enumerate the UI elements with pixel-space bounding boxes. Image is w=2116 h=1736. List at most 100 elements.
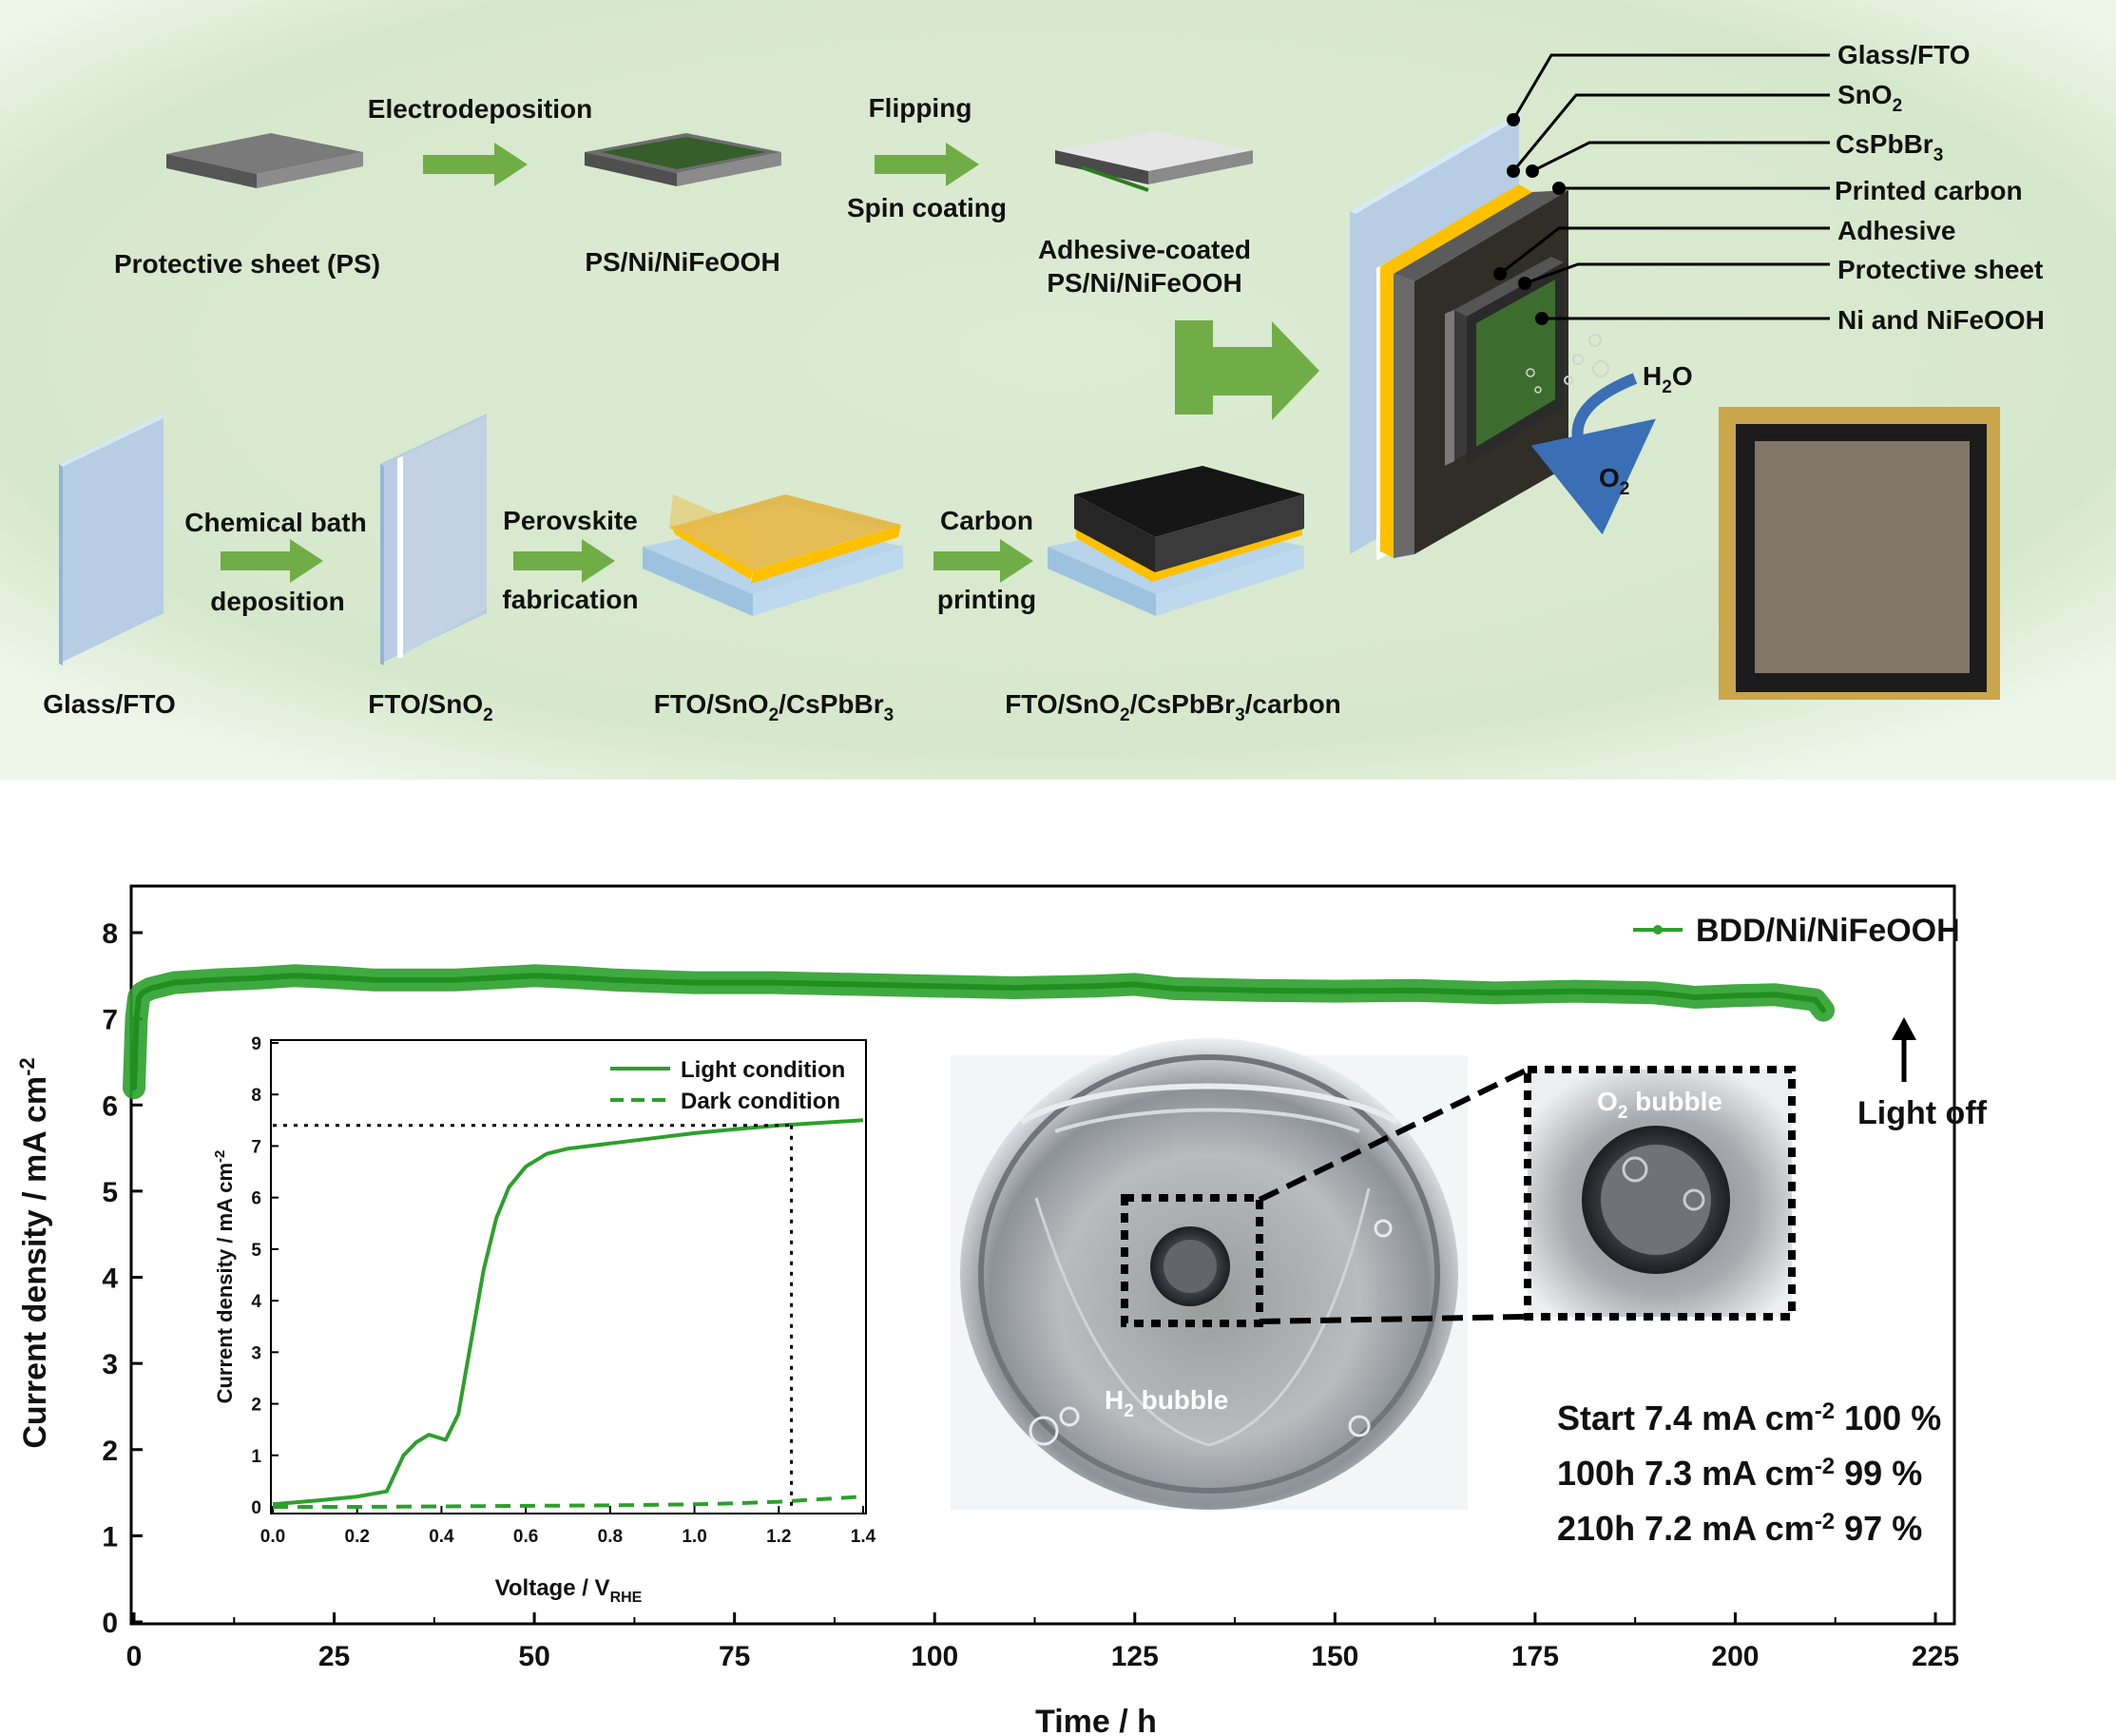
stat-start: Start 7.4 mA cm-2 100 % (1557, 1398, 1941, 1437)
electrodeposition-label: Electrodeposition (368, 94, 592, 124)
inset-guides (273, 1124, 794, 1507)
process-arrow (221, 539, 323, 583)
data-point (451, 976, 457, 983)
data-point (611, 976, 618, 983)
y-tick-label: 6 (102, 1090, 118, 1122)
data-point (1652, 990, 1659, 996)
ps-ni-nifeooh-label: PS/Ni/NiFeOOH (585, 247, 779, 277)
data-point (136, 993, 143, 1000)
data-point (131, 1085, 137, 1091)
data-point (1572, 988, 1578, 994)
y-tick-label: 4 (102, 1263, 118, 1295)
adhesive-coated-label-1: Adhesive-coated (1038, 235, 1251, 264)
data-point (1772, 992, 1779, 998)
inset-frame (270, 1039, 867, 1514)
inset-y-tick-label: 2 (251, 1396, 261, 1416)
data-point (852, 981, 857, 988)
legend: BDD/Ni/NiFeOOH (1633, 913, 1960, 949)
layer-label-glass: Glass/FTO (1837, 40, 1971, 69)
zoom-frame (1524, 1066, 1796, 1321)
x-tick-label: 25 (318, 1641, 350, 1672)
data-point (1812, 996, 1818, 1003)
cell-photo: H2 bubble (951, 1038, 1468, 1510)
data-point (531, 973, 538, 979)
chemical-bath-label: Chemical bath (184, 508, 366, 537)
inset-y-tick-label: 4 (251, 1292, 261, 1312)
fabrication-schematic: Protective sheet (PS) Electrodeposition … (0, 0, 2116, 780)
printing-label: printing (937, 585, 1036, 614)
stat-100h: 100h 7.3 mA cm-2 99 % (1557, 1454, 1922, 1493)
data-point (1820, 1007, 1827, 1013)
combine-arrow (1175, 320, 1319, 420)
layer-label-ni: Ni and NiFeOOH (1837, 305, 2045, 335)
stability-stats: Start 7.4 mA cm-2 100 % 100h 7.3 mA cm-2… (1557, 1398, 1941, 1548)
data-point (1252, 987, 1259, 993)
h2-bubble-label: H2 bubble (1105, 1385, 1228, 1421)
data-point (1332, 988, 1338, 994)
inset-x-tick-label: 0.4 (429, 1527, 454, 1547)
inset-y-axis-label: Current density / mA cm-2 (212, 1150, 237, 1404)
inset-x-tick-label: 1.0 (682, 1527, 706, 1547)
data-point (251, 975, 258, 982)
data-point (1171, 985, 1178, 992)
fto-sno2-cspbbr3-carbon-graphic (1048, 466, 1304, 616)
legend-label: BDD/Ni/NiFeOOH (1696, 913, 1960, 949)
process-arrow (423, 143, 528, 186)
process-arrow (875, 143, 979, 186)
x-tick-label: 100 (911, 1641, 958, 1672)
zoom-connector (1258, 1068, 1528, 1203)
glass-fto-graphic (59, 414, 167, 665)
inset-y-tick-label: 9 (251, 1034, 261, 1054)
water-oxidation-arrow (1530, 373, 1656, 535)
inset-legend-light-label: Light condition (681, 1057, 845, 1083)
data-point (139, 990, 145, 996)
fabrication-label: fabrication (502, 585, 638, 614)
y-tick-label: 8 (102, 918, 118, 950)
light-condition-line (272, 1118, 864, 1507)
y-tick-label: 7 (102, 1005, 118, 1036)
dark-condition-line (273, 1495, 864, 1509)
inset-y-tick-label: 5 (251, 1241, 261, 1261)
inset-y-tick-label: 6 (251, 1189, 261, 1209)
data-point (1692, 993, 1699, 1000)
ps-ni-nifeooh-graphic (585, 133, 781, 186)
y-tick-label: 2 (102, 1436, 118, 1467)
inset-x-tick-label: 0.0 (260, 1527, 285, 1547)
o2-label: O2 (1599, 463, 1629, 499)
light-off-label: Light off (1857, 1095, 1988, 1131)
data-point (371, 976, 377, 983)
o2-bubble-label: O2 bubble (1597, 1087, 1722, 1123)
data-point (331, 974, 337, 981)
inset-x-tick-label: 1.4 (851, 1527, 876, 1547)
inset-legend: Light condition Dark condition (610, 1057, 845, 1114)
series-group (123, 964, 1836, 1100)
y-tick-label: 1 (102, 1521, 118, 1553)
ps-label: Protective sheet (PS) (114, 249, 380, 279)
h2o-label: H2O (1643, 361, 1693, 397)
inset-series-group (272, 1118, 864, 1509)
x-tick-label: 125 (1111, 1641, 1159, 1672)
data-point (146, 985, 153, 992)
inset-y-tick-label: 3 (251, 1343, 261, 1363)
inset-y-tick-label: 7 (251, 1137, 261, 1157)
legend-marker (1653, 925, 1663, 935)
protective-sheet-graphic (166, 133, 363, 188)
y-axis-label: Current density / mA cm-2 (15, 1057, 53, 1448)
inset-y-tick-label: 0 (251, 1498, 261, 1518)
light-off-annotation: Light off (1857, 1017, 1988, 1131)
glass-fto-label: Glass/FTO (43, 689, 176, 719)
layer-label-cspbbr3: CsPbBr3 (1836, 129, 1943, 165)
data-point (133, 1015, 140, 1022)
x-tick-label: 200 (1711, 1641, 1759, 1672)
data-point (691, 979, 698, 986)
data-point (1011, 985, 1018, 991)
inset-x-tick-label: 1.2 (766, 1527, 791, 1547)
zoom-connector (1259, 1314, 1527, 1324)
fto-sno2-label: FTO/SnO2 (368, 689, 492, 725)
spin-coating-label: Spin coating (847, 193, 1007, 222)
fto-sno2-cspbbr3-label: FTO/SnO2/CsPbBr3 (654, 689, 894, 725)
data-point (1412, 987, 1418, 993)
